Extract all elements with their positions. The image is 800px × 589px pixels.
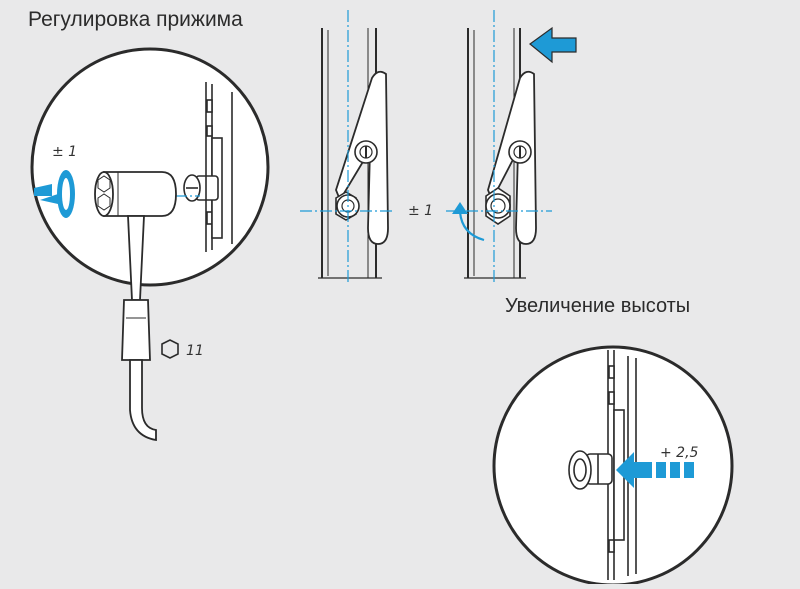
height-increase-label: Увеличение высоты <box>505 295 691 317</box>
wrench-handle <box>121 215 157 442</box>
height-increment-label: + 2,5 <box>660 445 699 461</box>
rotation-arrow-icon <box>34 170 75 218</box>
push-arrow-icon <box>529 26 577 64</box>
height-detail <box>492 345 734 587</box>
hex-icon <box>161 339 179 359</box>
tolerance-middle-label: ± 1 <box>408 203 434 219</box>
tolerance-left-label: ± 1 <box>52 144 78 160</box>
pressure-adjustment-label: Регулировка прижима <box>28 8 243 31</box>
curved-arrow <box>458 211 485 242</box>
eccentric-pin-right <box>568 450 613 490</box>
frame-view-1 <box>300 10 395 284</box>
pressure-detail <box>30 47 270 442</box>
eccentric-pin-left <box>183 174 219 202</box>
height-push-arrow <box>616 452 694 488</box>
frame-view-2 <box>446 10 577 284</box>
socket-wrench-head <box>94 171 177 217</box>
hex-key-size-label: 11 <box>186 343 204 359</box>
